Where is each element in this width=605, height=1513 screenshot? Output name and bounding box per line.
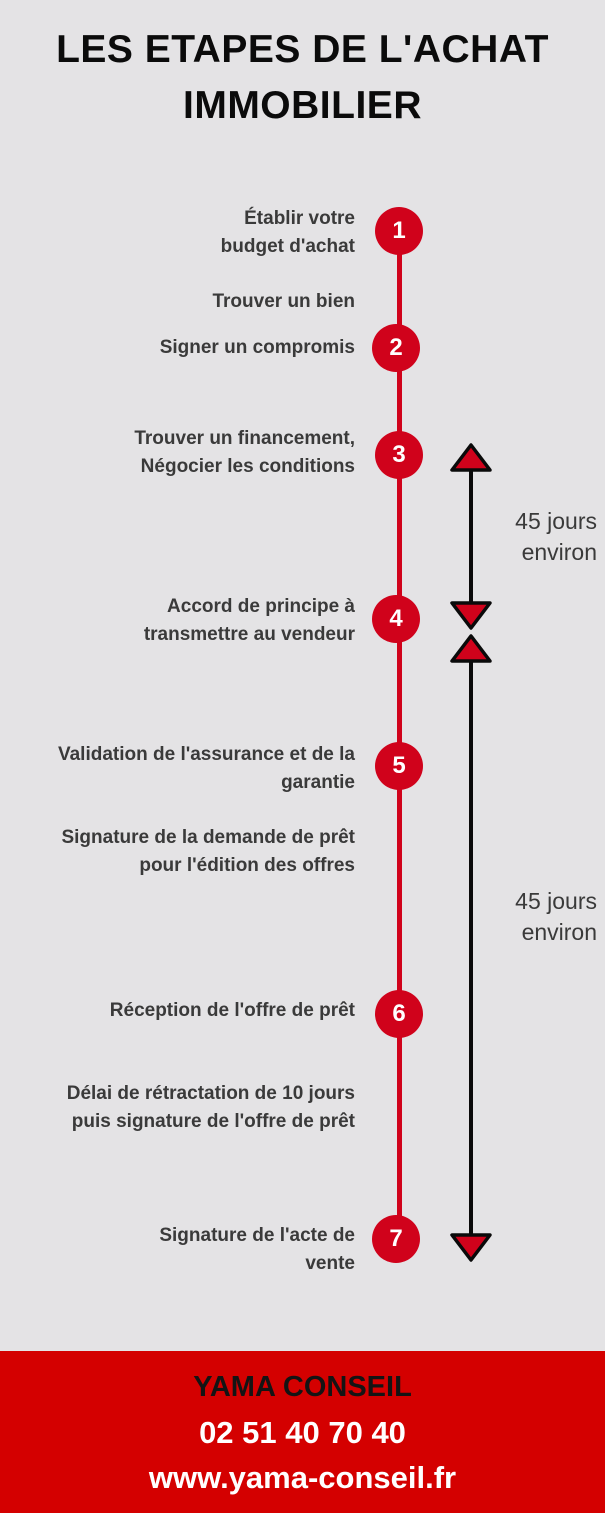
website-link: www.yama-conseil.fr	[148, 1460, 457, 1495]
step-label-budget: Établir votre budget d'achat	[221, 205, 355, 261]
step-label-line: pour l'édition des offres	[139, 855, 355, 876]
step-label-line: Délai de rétractation de 10 jours	[66, 1083, 355, 1104]
step-label-line: Réception de l'offre de prêt	[109, 1000, 355, 1021]
step-4-circle: 4	[372, 595, 420, 643]
step-2-circle: 2	[372, 324, 420, 372]
title-line-1: LES ETAPES DE L'ACHAT	[56, 28, 549, 71]
step-label-loan-request: Signature de la demande de prêt pour l'é…	[61, 824, 355, 880]
step-label-insurance: Validation de l'assurance et de la garan…	[58, 741, 355, 797]
company-name: YAMA CONSEIL	[193, 1371, 412, 1403]
timeline-line	[397, 230, 402, 1240]
duration-line: environ	[521, 919, 597, 945]
step-label-find-property: Trouver un bien	[212, 288, 355, 316]
page-title: LES ETAPES DE L'ACHAT IMMOBILIER	[0, 22, 605, 134]
step-label-line: budget d'achat	[220, 236, 355, 257]
title-line-2: IMMOBILIER	[183, 84, 422, 127]
step-label-line: Trouver un financement,	[134, 428, 355, 449]
step-label-line: Trouver un bien	[212, 291, 355, 312]
duration-label-2: 45 jours environ	[515, 886, 597, 948]
step-1-circle: 1	[375, 207, 423, 255]
duration-line: environ	[521, 539, 597, 565]
step-5-circle: 5	[375, 742, 423, 790]
step-label-line: Accord de principe à	[167, 596, 355, 617]
footer-banner: YAMA CONSEIL 02 51 40 70 40 www.yama-con…	[0, 1351, 605, 1513]
arrow-down-icon	[450, 1233, 492, 1262]
arrow-up-icon	[450, 443, 492, 472]
step-label-line: Négocier les conditions	[140, 456, 355, 477]
step-6-circle: 6	[375, 990, 423, 1038]
step-7-circle: 7	[372, 1215, 420, 1263]
step-label-line: Signature de l'acte de	[159, 1225, 355, 1246]
duration-line: 45 jours	[515, 508, 597, 534]
arrow-down-icon	[450, 601, 492, 630]
step-label-line: Signature de la demande de prêt	[61, 827, 355, 848]
step-label-line: Validation de l'assurance et de la	[57, 744, 355, 765]
step-label-line: garantie	[281, 772, 355, 793]
duration-arrows	[450, 443, 492, 1262]
phone-number: 02 51 40 70 40	[199, 1415, 406, 1450]
step-label-financing: Trouver un financement, Négocier les con…	[134, 425, 355, 481]
step-label-retraction: Délai de rétractation de 10 jours puis s…	[67, 1080, 355, 1136]
step-3-circle: 3	[375, 431, 423, 479]
step-label-line: Établir votre	[244, 208, 355, 229]
step-label-line: Signer un compromis	[159, 337, 355, 358]
step-label-compromise: Signer un compromis	[160, 334, 355, 362]
duration-line: 45 jours	[515, 888, 597, 914]
step-label-line: vente	[305, 1253, 355, 1274]
step-label-line: transmettre au vendeur	[143, 624, 355, 645]
step-label-agreement: Accord de principe à transmettre au vend…	[144, 593, 355, 649]
duration-label-1: 45 jours environ	[515, 506, 597, 568]
step-label-line: puis signature de l'offre de prêt	[71, 1111, 355, 1132]
step-label-deed: Signature de l'acte de vente	[159, 1222, 355, 1278]
step-label-loan-offer: Réception de l'offre de prêt	[110, 997, 355, 1025]
arrow-up-icon	[450, 634, 492, 663]
